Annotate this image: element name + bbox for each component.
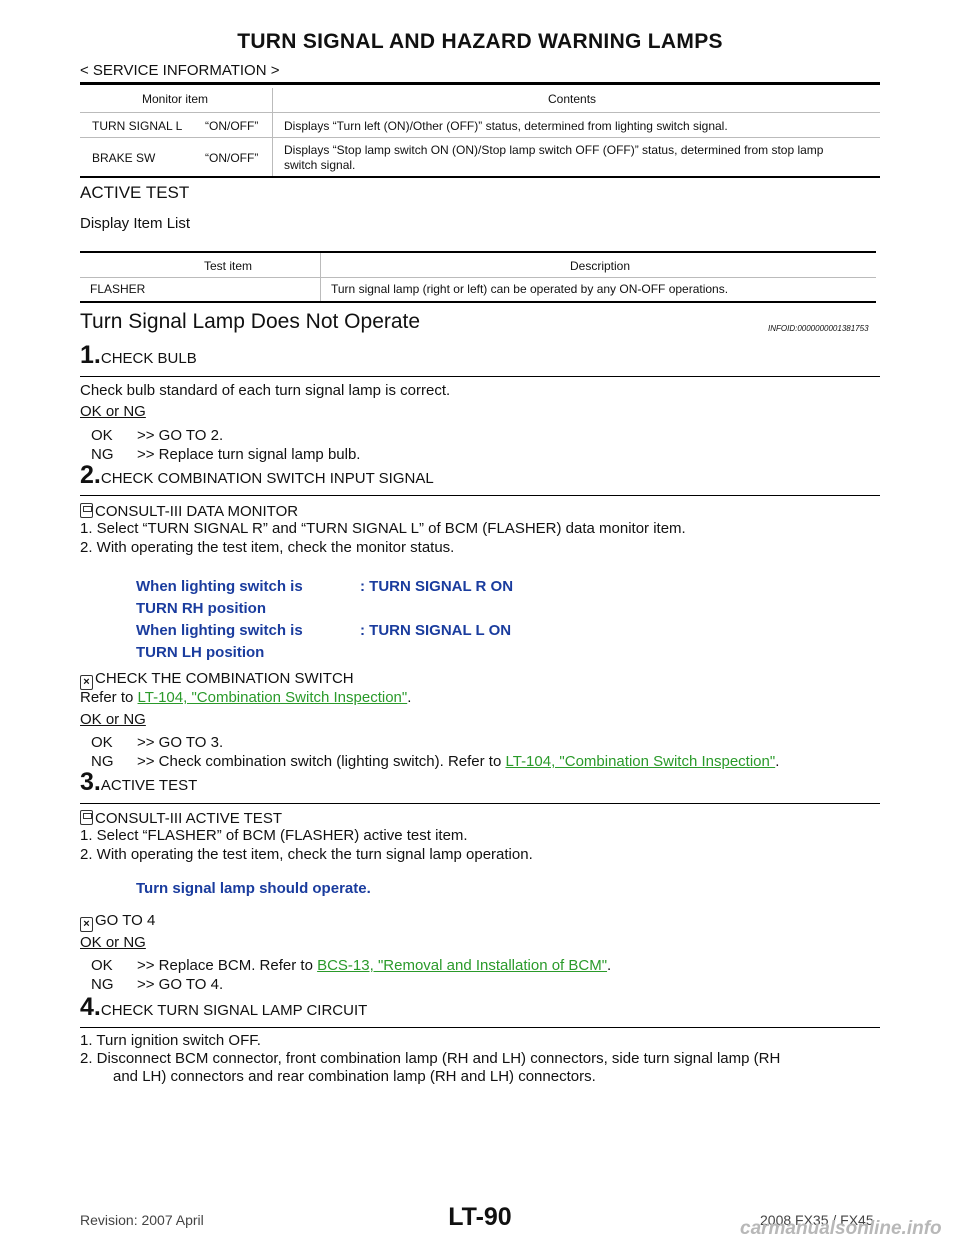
table-row: TURN SIGNAL L “ON/OFF” Displays “Turn le… [92, 119, 728, 133]
consult-data-monitor: CONSULT-III DATA MONITOR [80, 501, 298, 522]
alt-check-combination: ×CHECK THE COMBINATION SWITCH [80, 669, 354, 690]
step-2-heading: 2.CHECK COMBINATION SWITCH INPUT SIGNAL [80, 461, 434, 489]
column-divider [320, 253, 321, 301]
ok-or-ng: OK or NG [80, 711, 146, 728]
bcs13-link[interactable]: BCS-13, "Removal and Installation of BCM… [317, 957, 608, 974]
monitor-col-item-header: Monitor item [142, 92, 209, 106]
info-id: INFOID:0000000001381753 [768, 324, 869, 333]
section-title: Turn Signal Lamp Does Not Operate [80, 310, 421, 333]
column-divider [272, 88, 273, 176]
consult-icon [80, 810, 93, 825]
ok-or-ng: OK or NG [80, 934, 146, 951]
result-rh: : TURN SIGNAL R ON [360, 578, 514, 595]
watermark: carmanualsonline.info [740, 1218, 942, 1239]
table-row: BRAKE SW “ON/OFF” Displays “Stop lamp sw… [92, 143, 824, 172]
header-rule [80, 82, 880, 85]
result-lh: : TURN SIGNAL L ON [360, 622, 512, 639]
monitor-table: Monitor item Contents TURN SIGNAL L “ON/… [80, 88, 880, 178]
alt-go-to-4: ×GO TO 4 [80, 911, 155, 932]
flasher-item: FLASHER [90, 282, 146, 296]
without-consult-icon: × [80, 675, 93, 690]
test-item-header: Test item [204, 259, 253, 273]
ok-or-ng: OK or NG [80, 403, 146, 420]
display-item-list-label: Display Item List [80, 215, 191, 232]
without-consult-icon: × [80, 917, 93, 932]
model-name: 2008 FX35 / FX45 [760, 1212, 874, 1228]
step-1-heading: 1.CHECK BULB [80, 341, 197, 369]
revision-date: Revision: 2007 April [80, 1212, 204, 1228]
step-4-heading: 4.CHECK TURN SIGNAL LAMP CIRCUIT [80, 993, 368, 1021]
operation-note: Turn signal lamp should operate. [136, 880, 371, 897]
consult-active-test: CONSULT-III ACTIVE TEST [80, 808, 282, 829]
monitor-col-contents-header: Contents [548, 92, 597, 106]
lt104-link[interactable]: LT-104, "Combination Switch Inspection" [505, 753, 776, 770]
consult-icon [80, 503, 93, 518]
active-test-heading: ACTIVE TEST [80, 183, 190, 202]
page-title: TURN SIGNAL AND HAZARD WARNING LAMPS [237, 30, 723, 53]
step-3-heading: 3.ACTIVE TEST [80, 768, 198, 796]
step-1-text: Check bulb standard of each turn signal … [80, 382, 451, 399]
description-header: Description [570, 259, 631, 273]
refer-line: Refer to LT-104, "Combination Switch Ins… [80, 689, 412, 706]
page-number: LT-90 [448, 1203, 512, 1231]
page-subtitle: < SERVICE INFORMATION > [80, 62, 280, 79]
active-test-table: Test item Description FLASHER Turn signa… [80, 251, 876, 303]
lt104-link[interactable]: LT-104, "Combination Switch Inspection" [137, 689, 408, 706]
flasher-description: Turn signal lamp (right or left) can be … [331, 282, 729, 296]
